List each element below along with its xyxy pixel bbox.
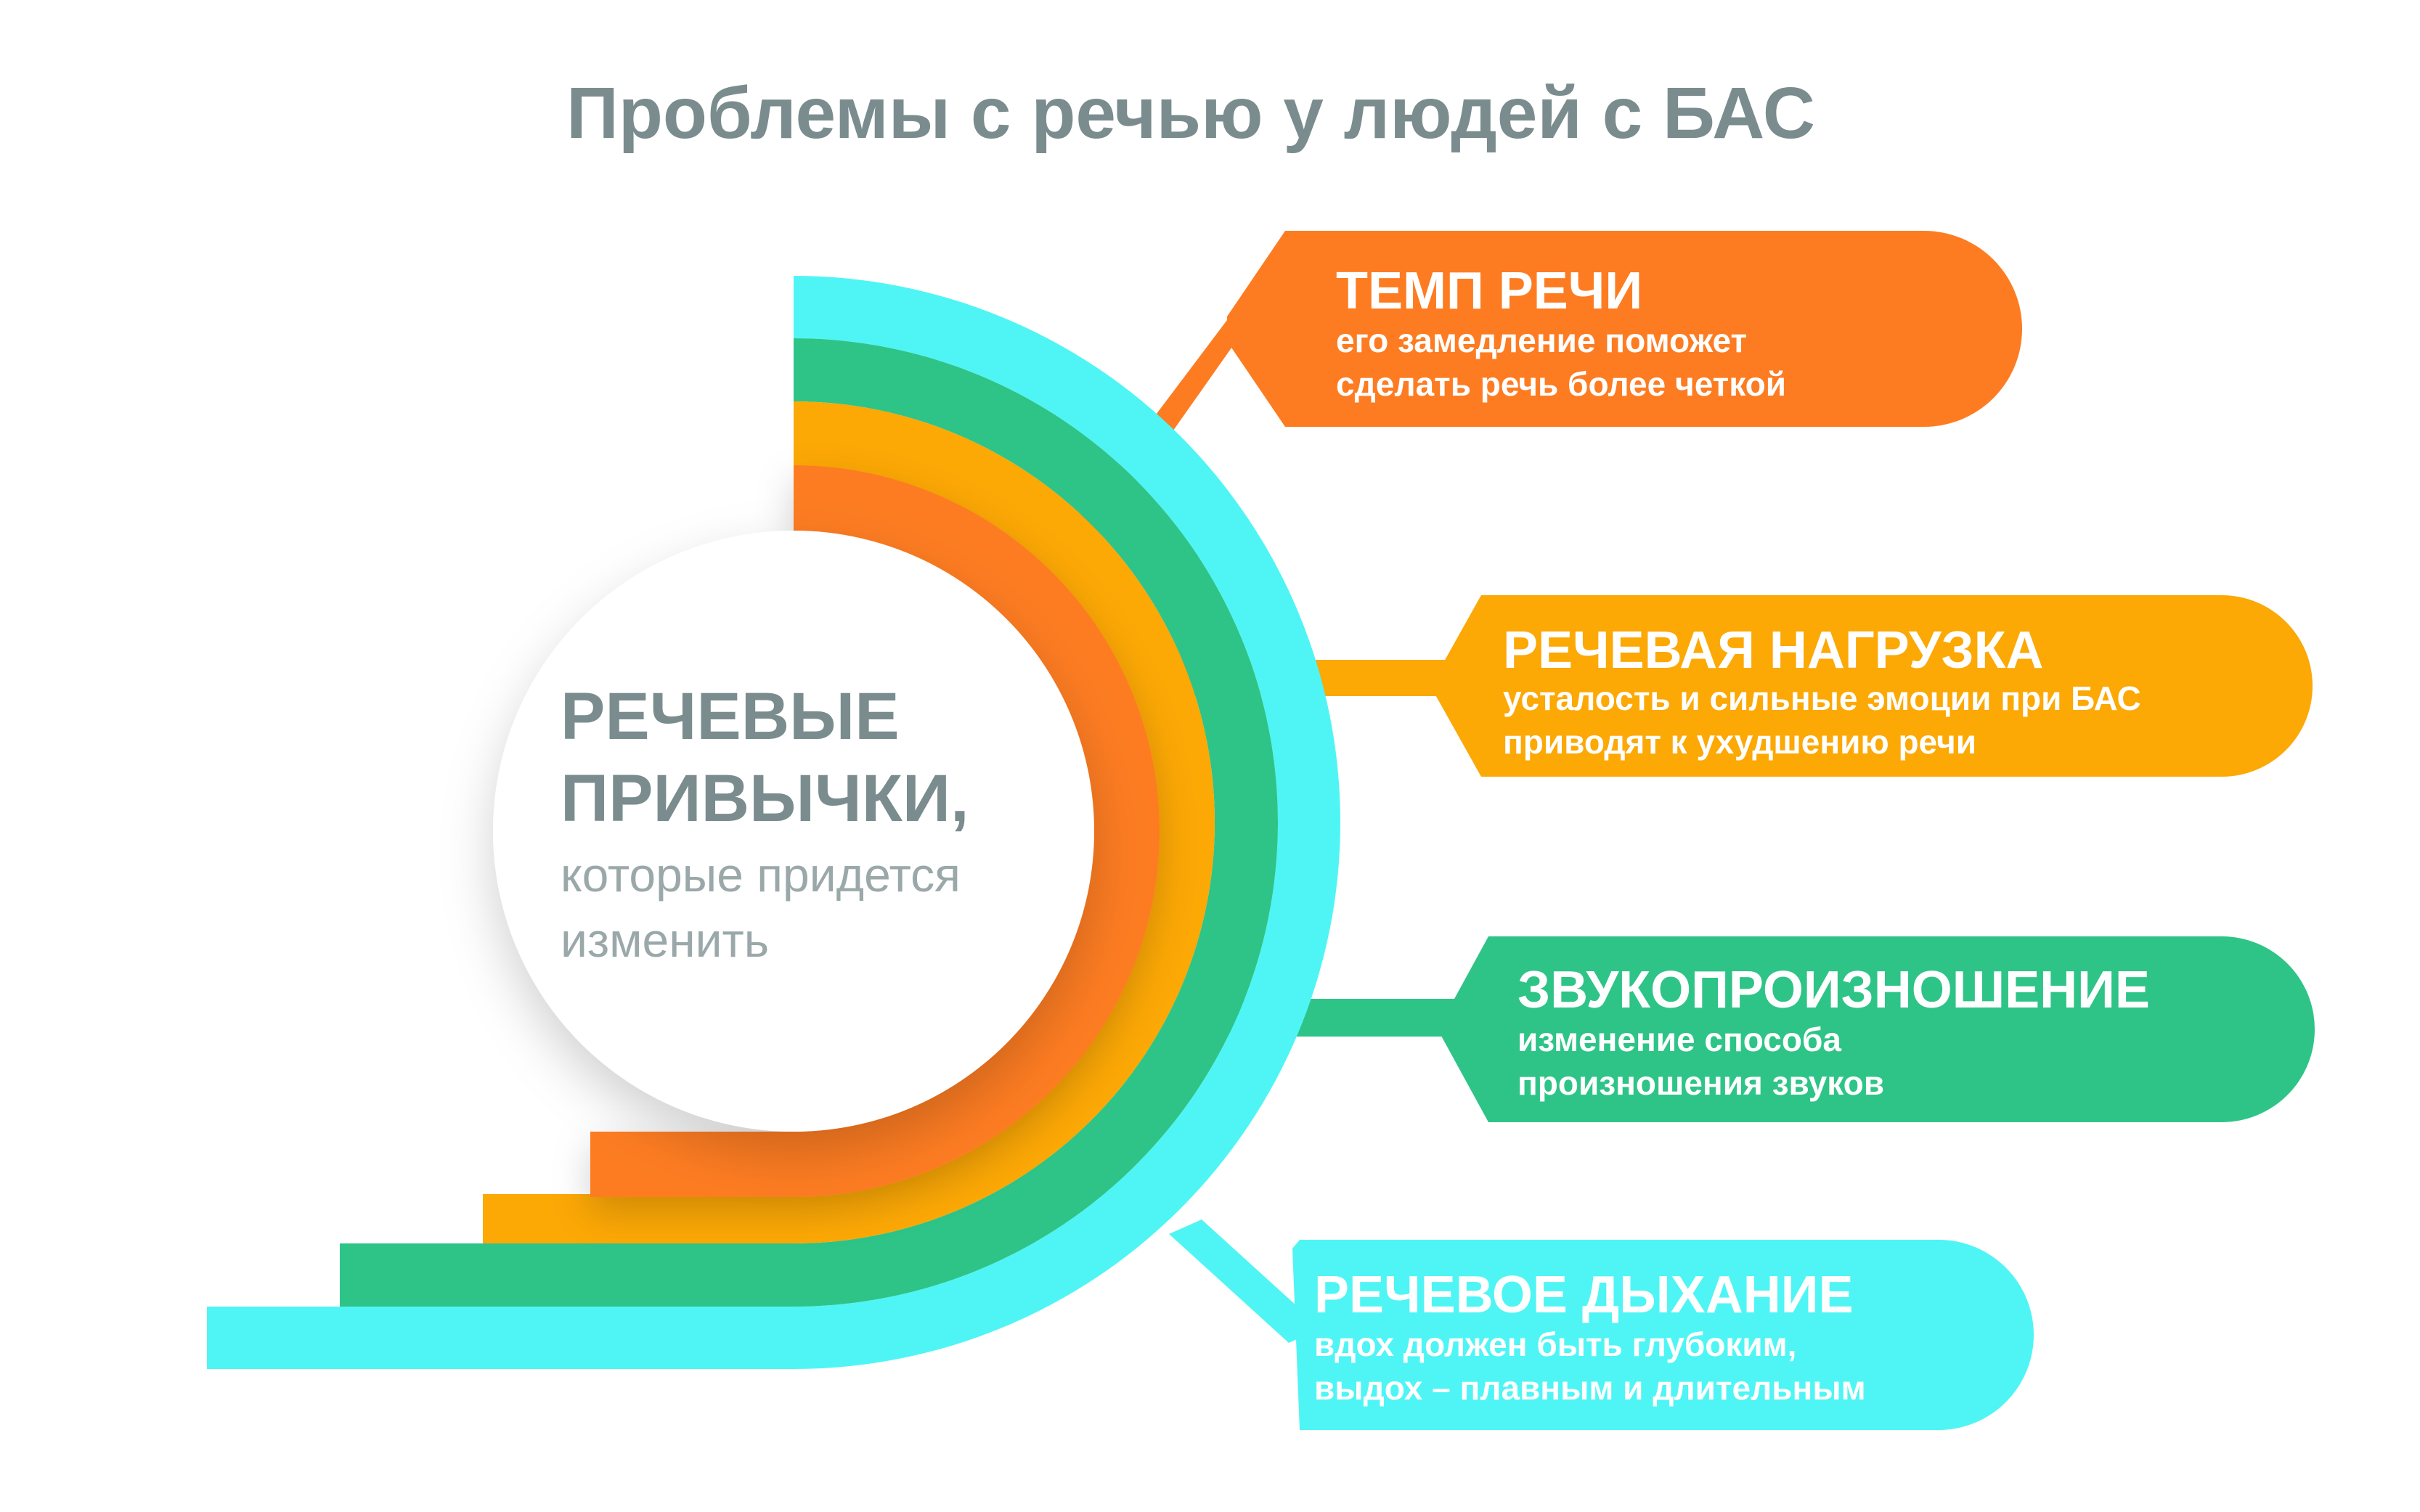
callout-sound-line2: произношения звуков [1517,1064,1884,1102]
callout-load-line2: приводят к ухудшению речи [1503,723,1976,761]
callout-breath-line1: вдох должен быть глубоким, [1314,1325,1796,1363]
callout-tempo-shape [1227,231,2022,427]
center-title-line1: РЕЧЕВЫЕ [561,679,900,753]
page-title: Проблемы с речью у людей с БАС [566,73,1815,154]
connector-breath [1169,1219,1321,1343]
callout-sound: ЗВУКОПРОИЗНОШЕНИЕ изменение способа прои… [1438,936,2315,1122]
callout-tempo-line1: его замедление поможет [1336,322,1747,359]
callout-sound-line1: изменение способа [1517,1021,1841,1058]
callout-load-shape [1430,595,2313,777]
callout-load-title: РЕЧЕВАЯ НАГРУЗКА [1503,621,2044,679]
center-subtitle-line2: изменить [561,913,769,967]
callout-tempo-title: ТЕМП РЕЧИ [1336,262,1642,320]
center-title-line2: ПРИВЫЧКИ, [561,761,969,835]
callout-tempo: ТЕМП РЕЧИ его замедление поможет сделать… [1227,231,2022,427]
callout-load: РЕЧЕВАЯ НАГРУЗКА усталость и сильные эмо… [1430,595,2313,777]
callout-breath-shape [1292,1240,2034,1430]
callout-breath-title: РЕЧЕВОЕ ДЫХАНИЕ [1314,1266,1853,1324]
center-circle [493,531,1094,1132]
callout-breath-line2: выдох – плавным и длительным [1314,1369,1866,1407]
callout-sound-title: ЗВУКОПРОИЗНОШЕНИЕ [1517,961,2150,1019]
callout-load-line1: усталость и сильные эмоции при БАС [1503,679,2141,717]
callout-breath: РЕЧЕВОЕ ДЫХАНИЕ вдох должен быть глубоки… [1292,1240,2034,1430]
center-subtitle-line1: которые придется [561,848,961,902]
callout-sound-shape [1438,936,2315,1122]
callout-tempo-line2: сделать речь более четкой [1336,365,1786,403]
